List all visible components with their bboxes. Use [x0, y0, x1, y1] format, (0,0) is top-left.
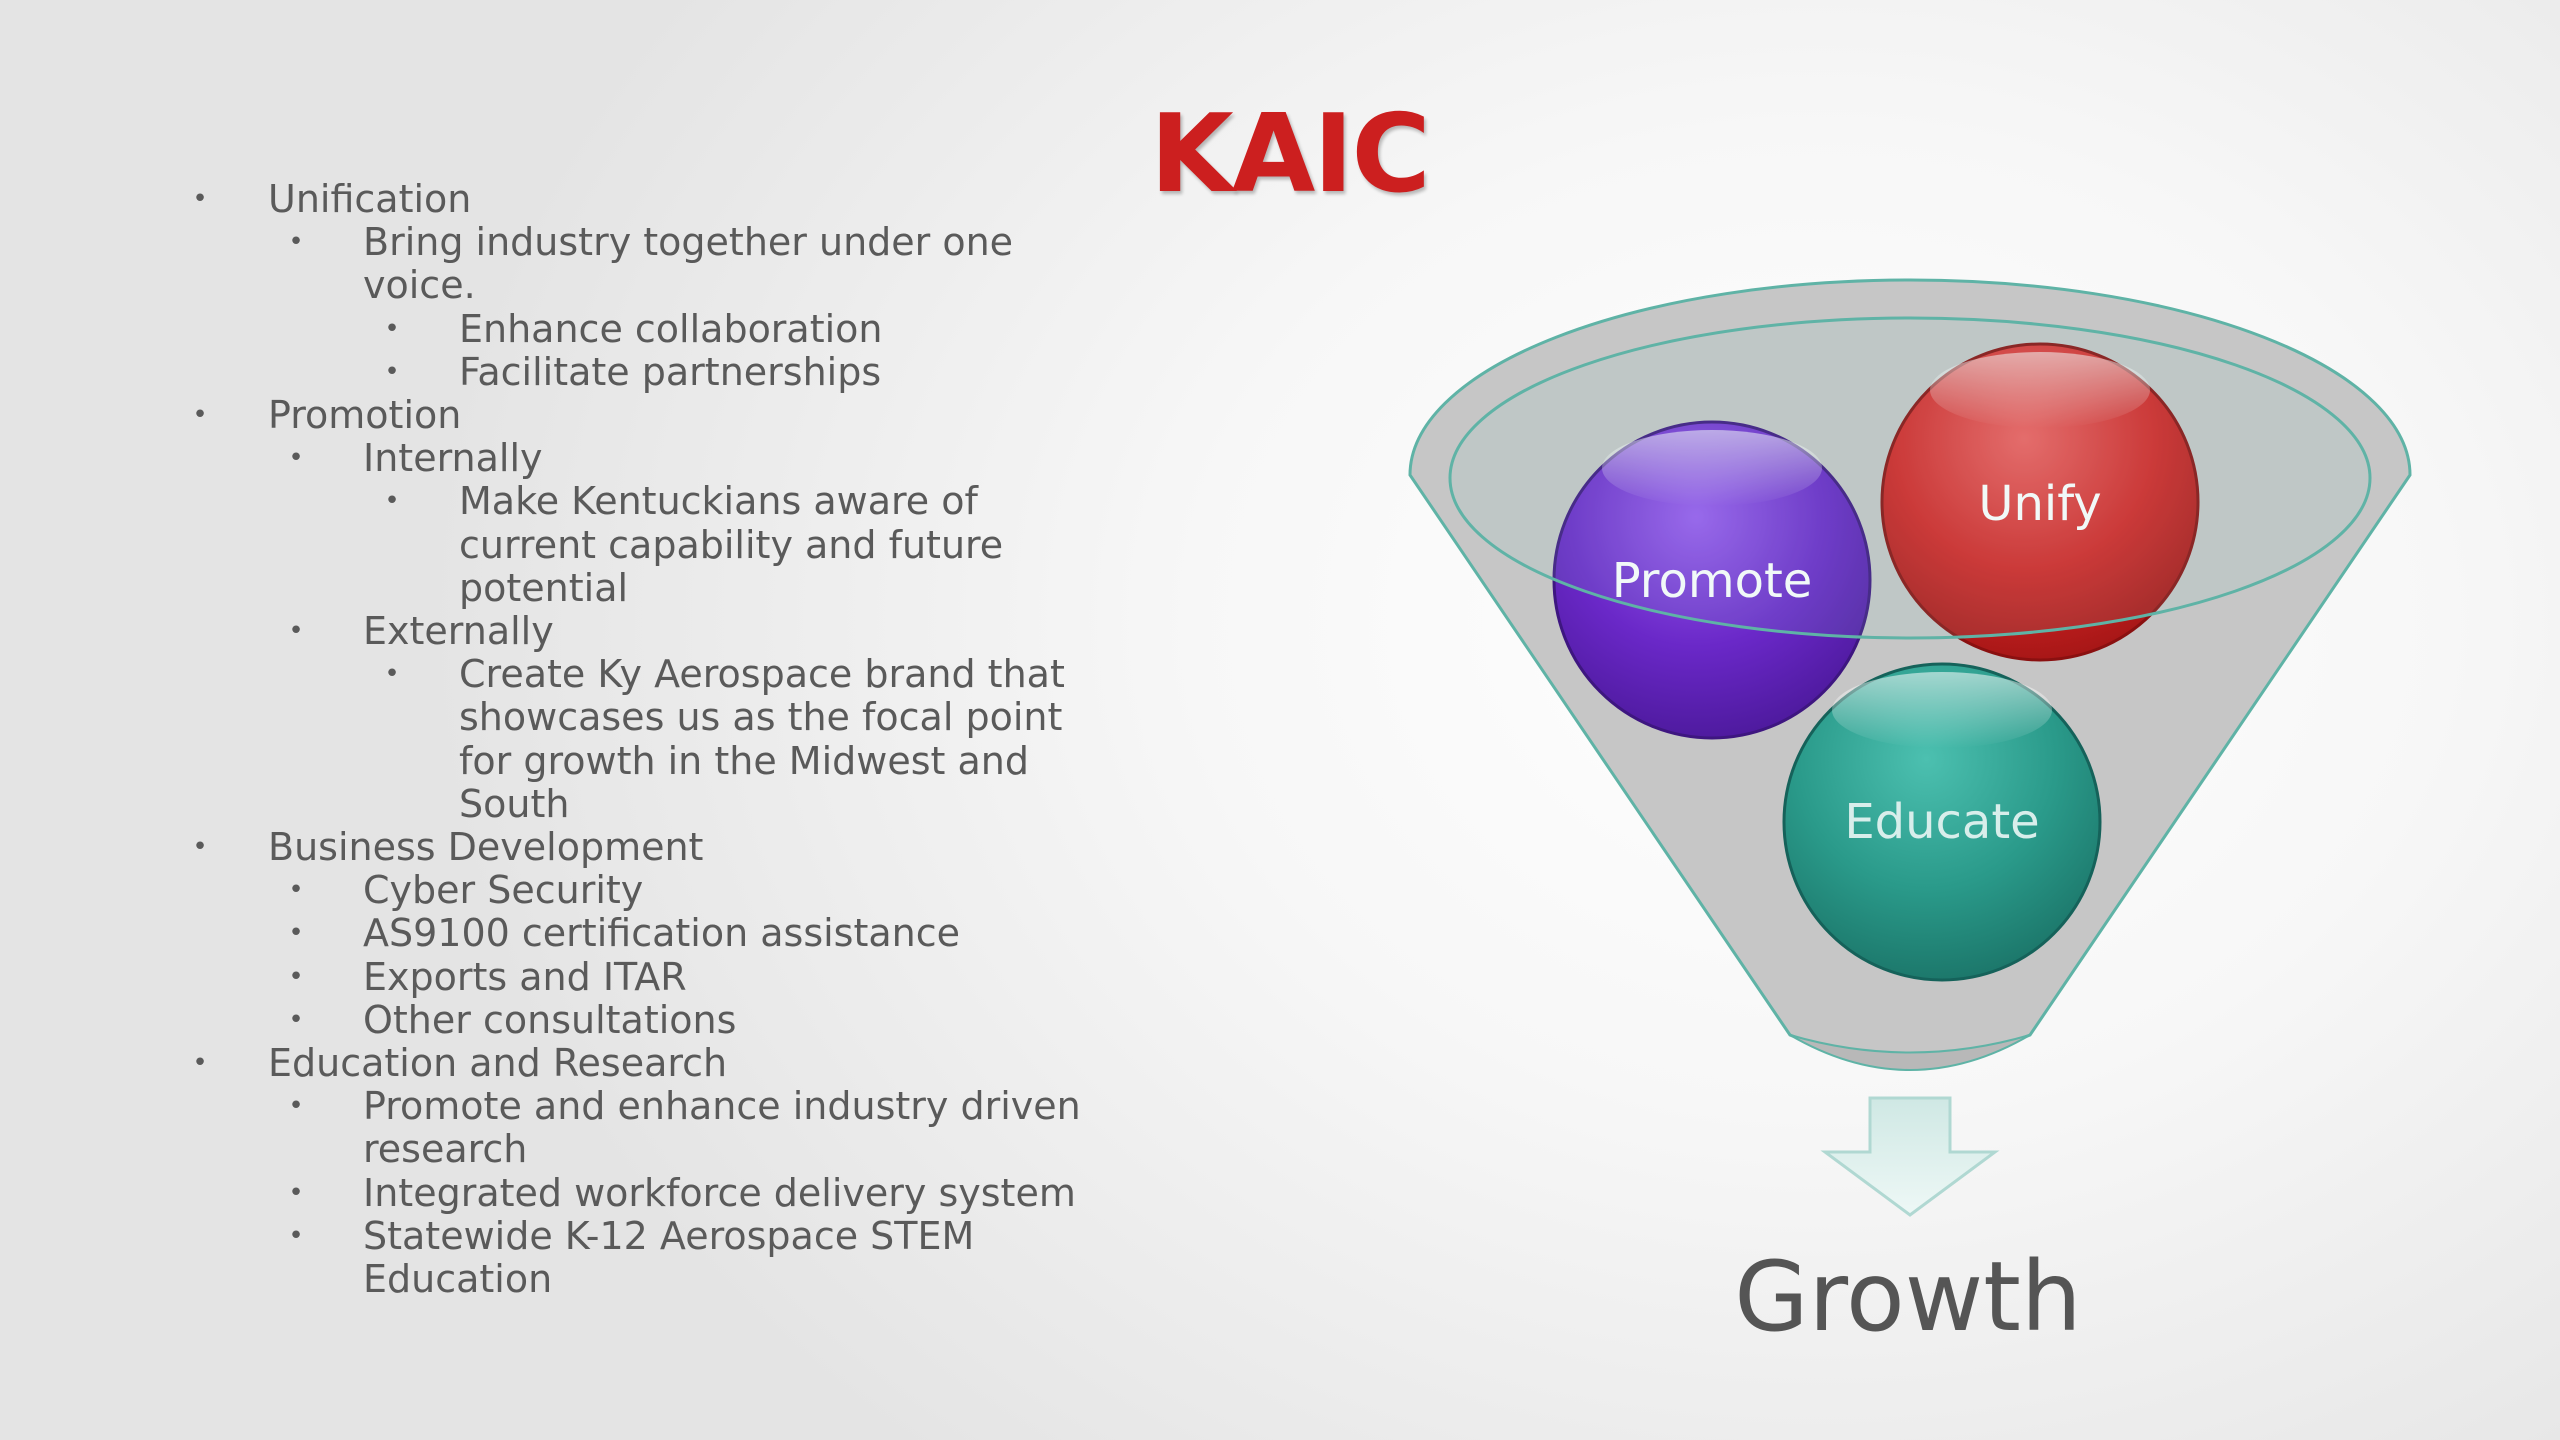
- funnel-rim: [1448, 316, 2372, 640]
- circle-promote: Promote: [1552, 420, 1872, 740]
- bullet-dot-icon: •: [288, 875, 304, 906]
- bullet-dot-icon: •: [384, 659, 400, 690]
- circle-label-unify: Unify: [1978, 476, 2101, 532]
- bullet-text-line: Statewide K-12 Aerospace STEM: [363, 1213, 975, 1258]
- bullet-item-level-2: • Facilitate partnerships: [190, 349, 1190, 394]
- bullet-text-line: Internally: [363, 436, 543, 481]
- bullet-text-line: Education and Research: [268, 1041, 728, 1086]
- bullet-item-level-1: • Externally: [190, 609, 1190, 654]
- bullet-dot-icon: •: [192, 184, 208, 214]
- bullet-item-level-0: • Promotion: [190, 393, 1190, 438]
- bullet-dot-icon: •: [192, 832, 208, 863]
- bullet-item-level-1: • AS9100 certification assistance: [190, 912, 1190, 955]
- bullet-dot-icon: •: [288, 918, 304, 949]
- bullet-item-level-2: • Enhance collaboration: [190, 306, 1190, 351]
- bullet-item-level-1: • Internally: [190, 437, 1190, 480]
- bullet-text-line: Unification: [268, 177, 472, 221]
- bullet-item-level-1: • Cyber Security: [190, 869, 1190, 912]
- circle-educate: Educate: [1782, 662, 2102, 982]
- bullet-text-line: Integrated workforce delivery system: [363, 1170, 1076, 1215]
- circle-label-promote: Promote: [1612, 553, 1813, 609]
- bullet-dot-icon: •: [288, 1177, 304, 1208]
- bullet-dot-icon: •: [384, 356, 400, 387]
- bullet-text-line: Bring industry together under one: [363, 220, 1014, 265]
- bullet-text-line: South: [459, 781, 570, 826]
- bullet-item-level-1: • Exports and ITAR: [190, 954, 1190, 999]
- slide-title: KAIC: [1150, 92, 1431, 217]
- bullet-dot-icon: •: [288, 227, 304, 258]
- bullet-text-line: Create Ky Aerospace brand that: [459, 652, 1065, 697]
- bullet-text-line: Facilitate partnerships: [459, 349, 882, 394]
- bullet-dot-icon: •: [384, 486, 400, 517]
- bullet-dot-icon: •: [288, 616, 304, 647]
- bullet-text-line: Exports and ITAR: [363, 954, 687, 999]
- funnel-spout: [1789, 1034, 2031, 1071]
- bullet-item-level-0: • Education and Research: [190, 1041, 1190, 1086]
- bullet-text-line: current capability and future: [459, 522, 1004, 567]
- bullet-text-line: Other consultations: [363, 997, 737, 1042]
- bullet-dot-icon: •: [192, 400, 208, 431]
- bullet-text-line: Cyber Security: [363, 868, 644, 913]
- bullet-dot-icon: •: [288, 1004, 304, 1035]
- circle-unify: Unify: [1880, 342, 2200, 662]
- bullet-dot-icon: •: [192, 1048, 208, 1079]
- bullet-text-line: potential: [459, 565, 629, 610]
- bullet-text-line: voice.: [363, 263, 476, 308]
- bullet-dot-icon: •: [288, 961, 304, 992]
- bullet-dot-icon: •: [288, 443, 304, 474]
- bullet-dot-icon: •: [384, 313, 400, 344]
- bullet-dot-icon: •: [288, 1091, 304, 1122]
- bullet-list: • Unification • Bring industry together und…: [190, 177, 1190, 1302]
- down-arrow-icon: [1820, 1096, 2000, 1217]
- bullet-text-line: research: [363, 1127, 528, 1172]
- bullet-dot-icon: •: [288, 1220, 304, 1251]
- bullet-text-line: Enhance collaboration: [459, 306, 883, 351]
- circle-label-educate: Educate: [1844, 794, 2039, 850]
- bullet-text-line: Education: [363, 1257, 553, 1302]
- bullet-text-line: AS9100 certification assistance: [363, 911, 961, 956]
- growth-label: Growth: [1734, 1241, 2081, 1353]
- bullet-text-line: Promote and enhance industry driven: [363, 1084, 1081, 1129]
- bullet-text-line: Promotion: [268, 393, 462, 438]
- bullet-item-level-0: • Business Development: [190, 825, 1190, 870]
- bullet-text-line: Externally: [363, 609, 554, 654]
- bullet-item-level-1: • Integrated workforce delivery system: [190, 1170, 1190, 1215]
- bullet-text-line: for growth in the Midwest and: [459, 738, 1029, 783]
- bullet-text-line: showcases us as the focal point: [459, 695, 1063, 740]
- bullet-text-line: Make Kentuckians aware of: [459, 479, 978, 524]
- bullet-item-level-0: • Unification: [190, 177, 1190, 221]
- bullet-item-level-1: • Other consultations: [190, 997, 1190, 1042]
- bullet-text-line: Business Development: [268, 825, 704, 870]
